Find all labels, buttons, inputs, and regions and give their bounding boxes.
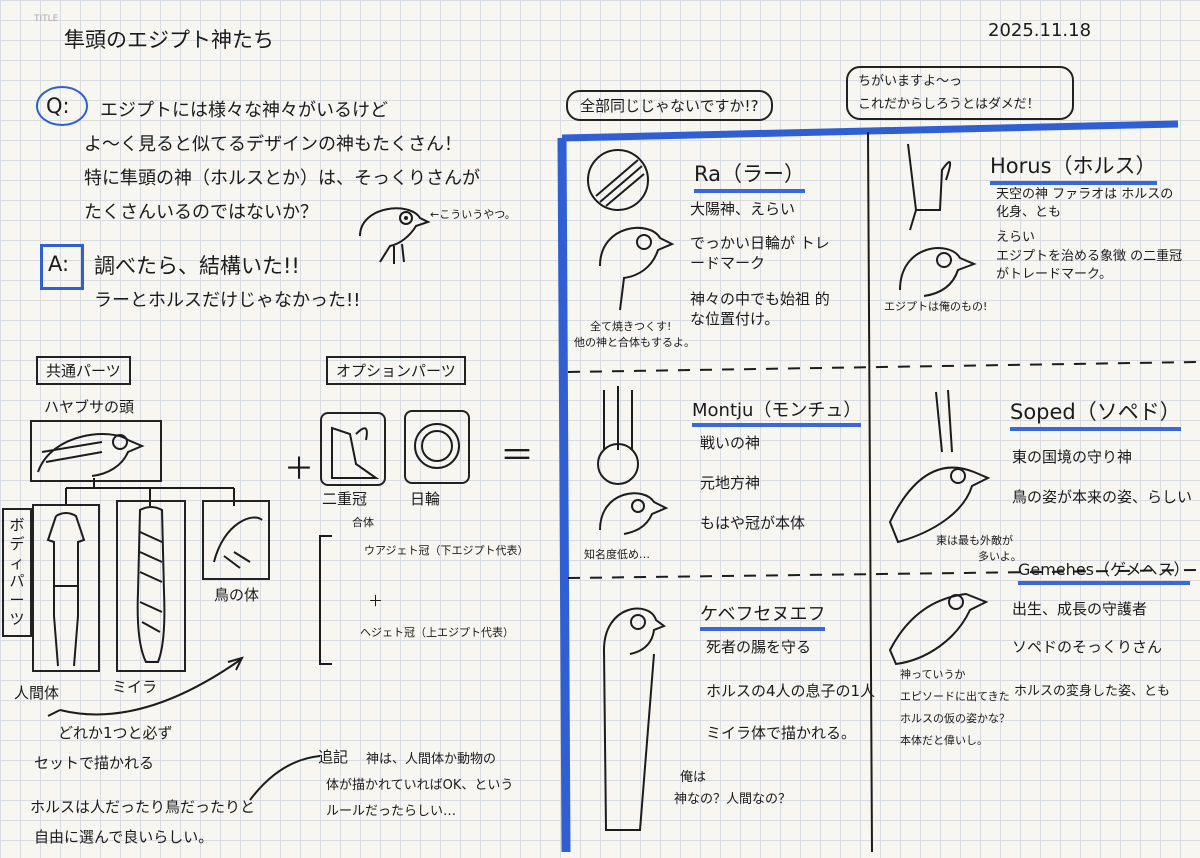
q-circle-icon [36,86,88,126]
question-line-4: たくさんいるのではないか？ [84,202,318,223]
common-parts-label: 共通パーツ [36,356,131,385]
sun-disk-part [404,410,470,484]
gemehes-caption-1: 神っていうか [900,668,966,681]
qebehsenuef-caption-2: 神なの？人間なの？ [674,792,792,807]
falcon-head-sketch-icon [359,207,431,264]
qebehsenuef-point-1: 死者の腸を守る [706,638,812,656]
soped-point-1: 東の国境の守り神 [1012,448,1133,466]
plus-sign: ＋ [284,452,314,487]
bubble-reply: ちがいますよ～っ これだからしろうとはダメだ！ [846,66,1074,120]
horus-point-1: 天空の神 ファラオは ホルスの化身、とも [996,187,1174,220]
title-tag: TITLE [34,14,59,24]
red-crown-label: ウアジェト冠（下エジプト代表） [364,544,529,557]
parts-connector [65,478,235,506]
bubble-reply-line-1: ちがいますよ～っ [858,74,963,89]
soped-caption-1: 東は最も外敵が [936,534,1013,547]
gemehes-point-1: 出生、成長の守護者 [1012,600,1148,618]
ra-caption-1: 全て焼きつくす! [590,320,672,333]
question-line-3: 特に隼頭の神（ホルスとか）は、そっくりさんが [84,168,480,189]
question-line-1: エジプトには様々な神々がいるけど [100,100,388,121]
gemehes-sketch-icon [888,592,989,666]
option-parts-label: オプションパーツ [326,356,466,385]
god-name-horus: Horus（ホルス） [990,150,1157,185]
montju-point-1: 戦いの神 [700,434,761,452]
q-marker: Q: [46,94,70,118]
horus-note-line-1: ホルスは人だったり鳥だったりと [30,798,256,816]
human-body-part [32,504,100,672]
rule-line-1: どれか1つと必ず [58,724,173,742]
god-name-soped: Soped（ソペド） [1010,396,1181,431]
page-title: 隼頭のエジプト神たち [64,28,274,52]
mummy-part [116,500,186,672]
rule-line-2: セットで描かれる [34,754,155,772]
horus-point-3: エジプトを治める象徴 の二重冠がトレードマーク。 [996,249,1183,282]
question-line-2: よ～く見ると似てるデザインの神もたくさん！ [84,134,462,155]
god-name-gemehes: Gemehes（ゲメヘス） [1018,556,1190,585]
sun-disk-label: 日輪 [410,490,441,508]
postscript-line-2: 体が描かれていればOK、という [326,778,514,793]
soped-sketch-icon [888,389,991,544]
god-name-montju: Montju（モンチュ） [692,396,862,427]
soped-point-2: 鳥の姿が本来の姿、らしい [1012,488,1193,506]
ra-caption-2: 他の神と合体もするよ。 [574,336,695,349]
soped-caption-2: 多いよ。 [978,550,1022,563]
postscript-line-1: 神は、人間体か動物の [366,752,497,767]
qebehsenuef-point-2: ホルスの4人の息子の1人 [706,682,876,700]
falcon-head-part [30,420,162,482]
double-crown-part [320,412,386,486]
gemehes-point-3: ホルスの変身した姿、とも [1014,684,1171,699]
gemehes-caption-2: エピソードに出てきた [900,690,1010,703]
answer-line-1: 調べたら、結構いた!! [94,254,300,278]
bubble-all-same: 全部同じじゃないですか!? [566,90,773,121]
horus-note-line-2: 自由に選んで良いらしい。 [34,828,214,846]
double-crown-note: 合体 [352,516,374,529]
postscript-line [249,755,321,801]
white-crown-label: ヘジェト冠（上エジプト代表） [360,626,514,639]
crown-plus: ＋ [368,592,384,610]
gemehes-caption-3: ホルスの仮の姿かな？ [900,712,1010,725]
answer-line-2: ラーとホルスだけじゃなかった!! [94,290,361,311]
a-box [40,244,84,290]
horus-caption: エジプトは俺のもの! [884,300,988,313]
rule-arrow [47,656,244,717]
mummy-label: ミイラ [112,678,158,696]
qebehsenuef-point-3: ミイラ体で描かれる。 [706,724,857,742]
gemehes-caption-4: 本体だと偉いし。 [900,734,988,747]
bubble-reply-line-2: これだからしろうとはダメだ！ [858,97,1040,112]
horus-point-2: えらい [996,230,1036,245]
bird-body-label: 鳥の体 [214,586,260,604]
postscript-line-3: ルールだったらしい… [326,804,457,819]
qebehsenuef-sketch-icon [603,607,667,831]
qebehsenuef-caption-1: 俺は [680,770,707,785]
god-name-qebehsenuef: ケベフセヌエフ [700,600,826,631]
double-crown-label: 二重冠 [322,490,368,508]
montju-caption: 知名度低め… [584,548,650,561]
gemehes-point-2: ソペドのそっくりさん [1012,638,1163,656]
crown-bracket [319,535,332,665]
page-date: 2025.11.18 [988,20,1092,41]
postscript-label: 追記 [318,748,349,766]
god-name-ra: Ra（ラー） [694,158,805,193]
montju-point-2: 元地方神 [700,474,761,492]
equals-sign: ＝ [500,436,534,476]
ra-point-1: 大陽神、えらい [690,200,796,218]
body-parts-label: ボディパーツ [2,508,32,637]
falcon-head-label: ハヤブサの頭 [44,398,135,416]
montju-sketch-icon [597,386,669,535]
human-body-label: 人間体 [14,684,60,702]
ra-point-2: でっかい日輪が トレードマーク [690,234,830,272]
bird-body-part [202,500,270,580]
ra-point-3: 神々の中でも始祖 的な位置付け。 [690,290,830,328]
a-marker: A: [48,252,70,276]
sketch-note: ←こういうやつ。 [430,208,516,221]
montju-point-3: もはや冠が本体 [700,514,806,532]
ra-sketch-icon [587,149,675,311]
horus-sketch-icon [899,143,977,297]
